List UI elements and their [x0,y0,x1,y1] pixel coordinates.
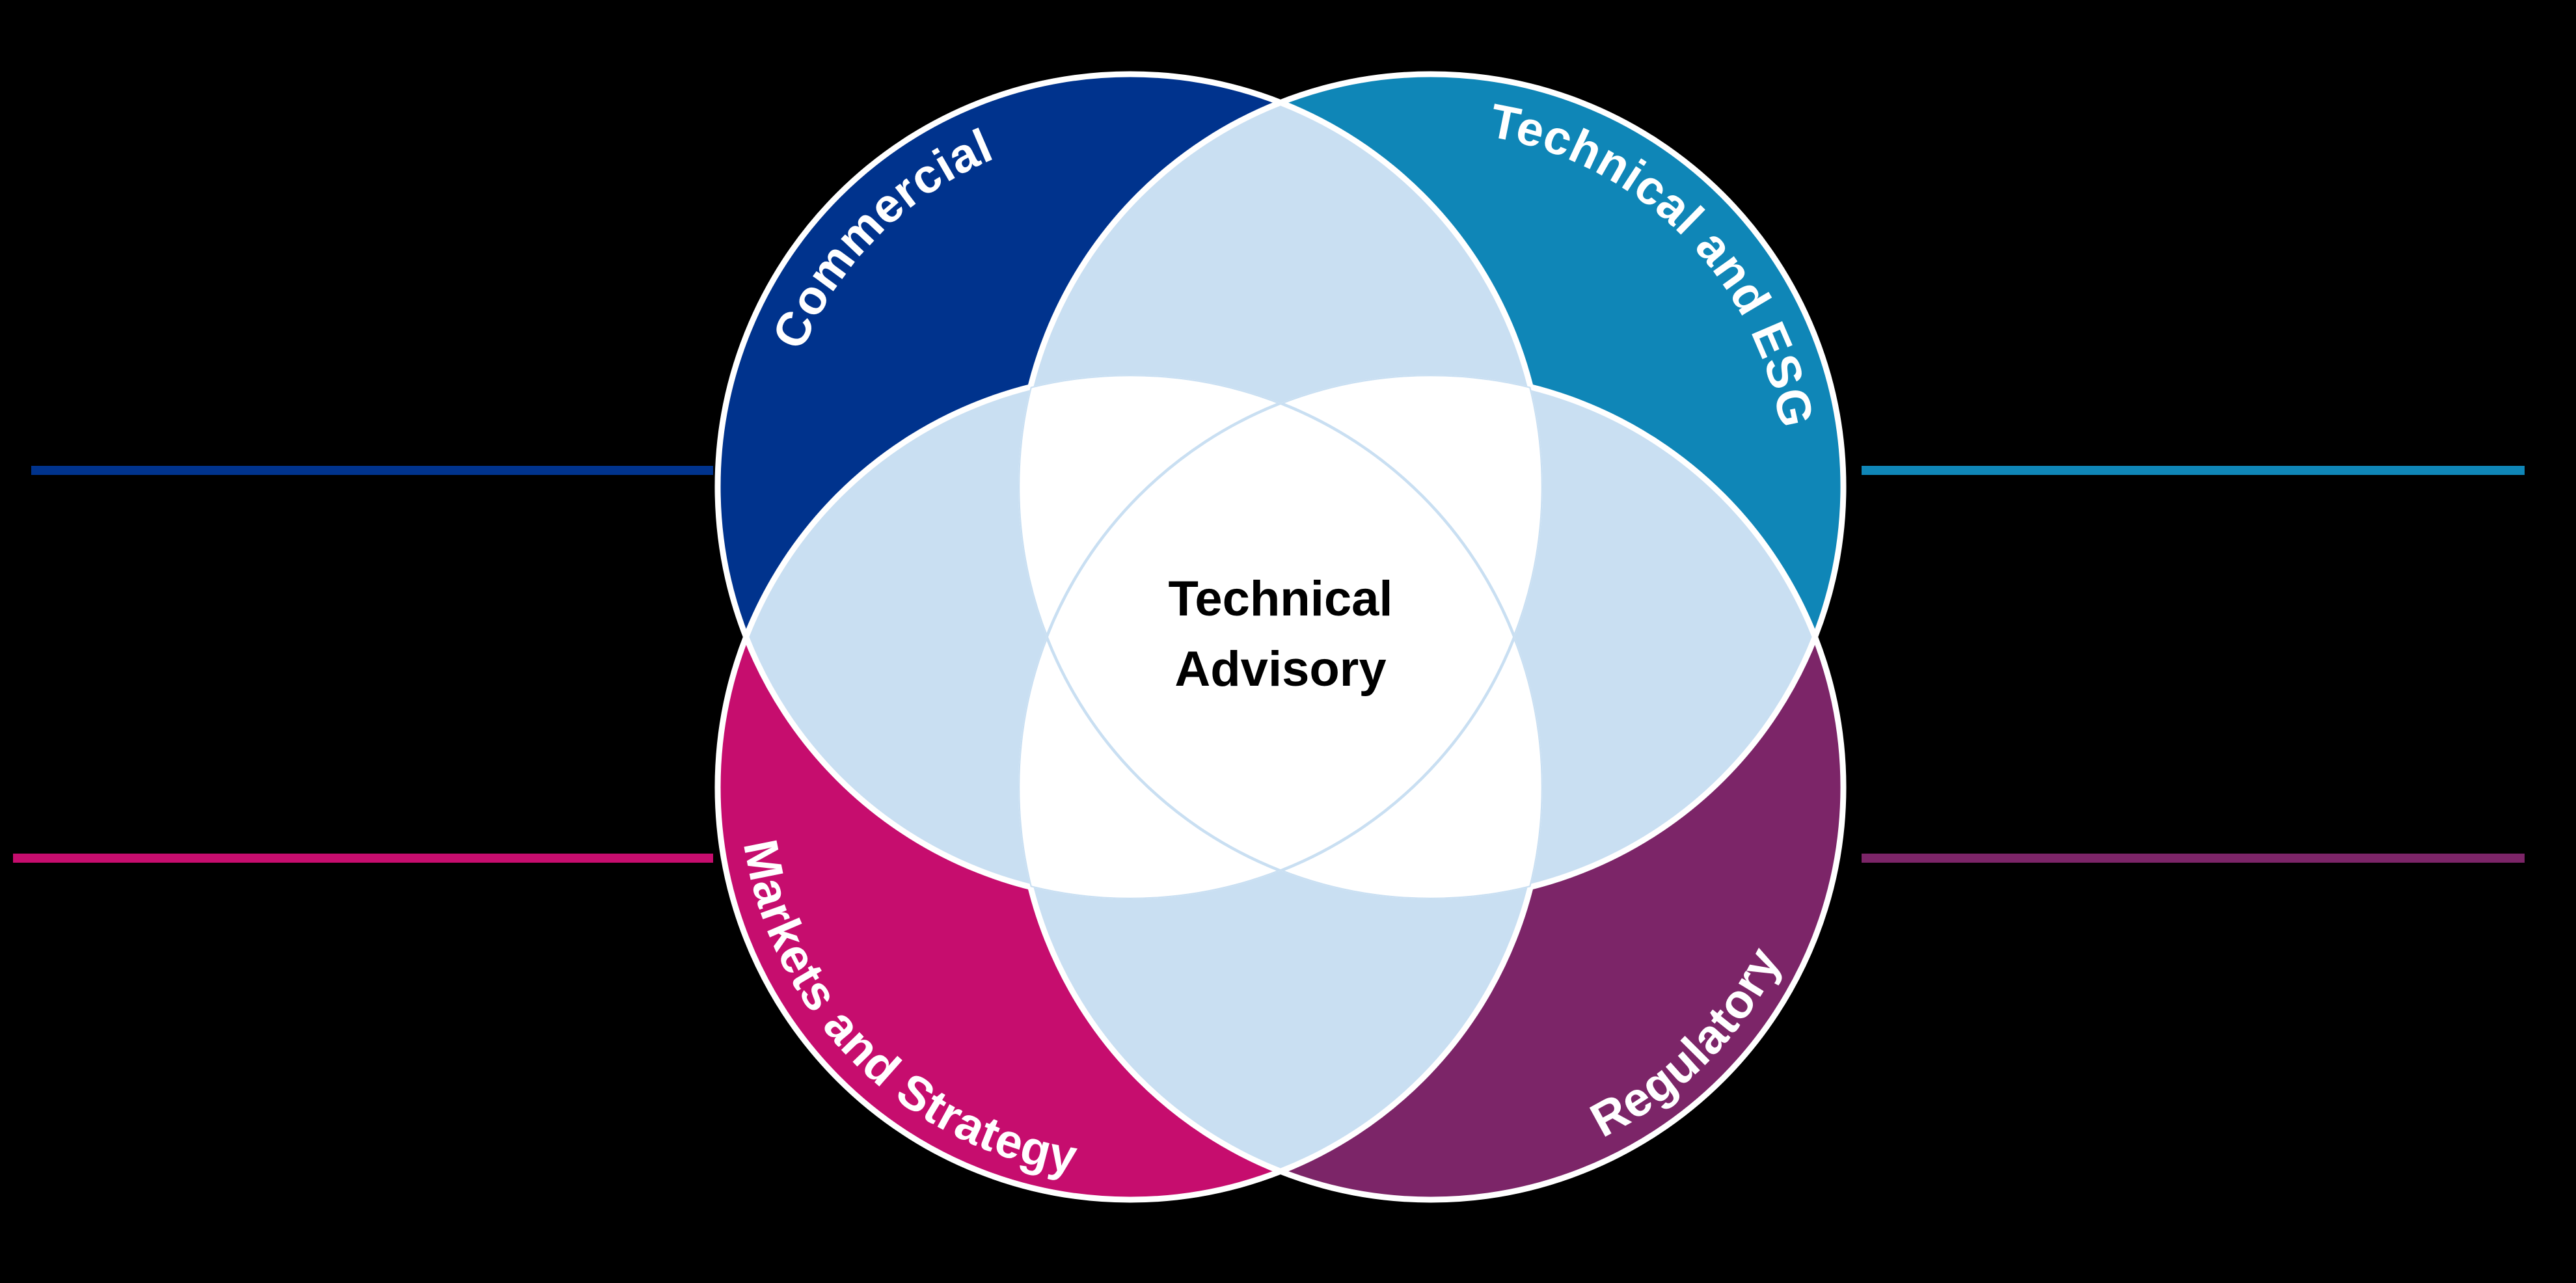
leader-line-top-left [31,466,713,475]
leader-line-top-right [1862,466,2525,475]
leader-line-bottom-right [1862,854,2525,863]
center-label-line2: Advisory [1174,642,1386,697]
inner-arcs [716,72,1845,1202]
leader-line-bottom-left [13,854,713,863]
center-label-line1: Technical [1169,571,1393,627]
